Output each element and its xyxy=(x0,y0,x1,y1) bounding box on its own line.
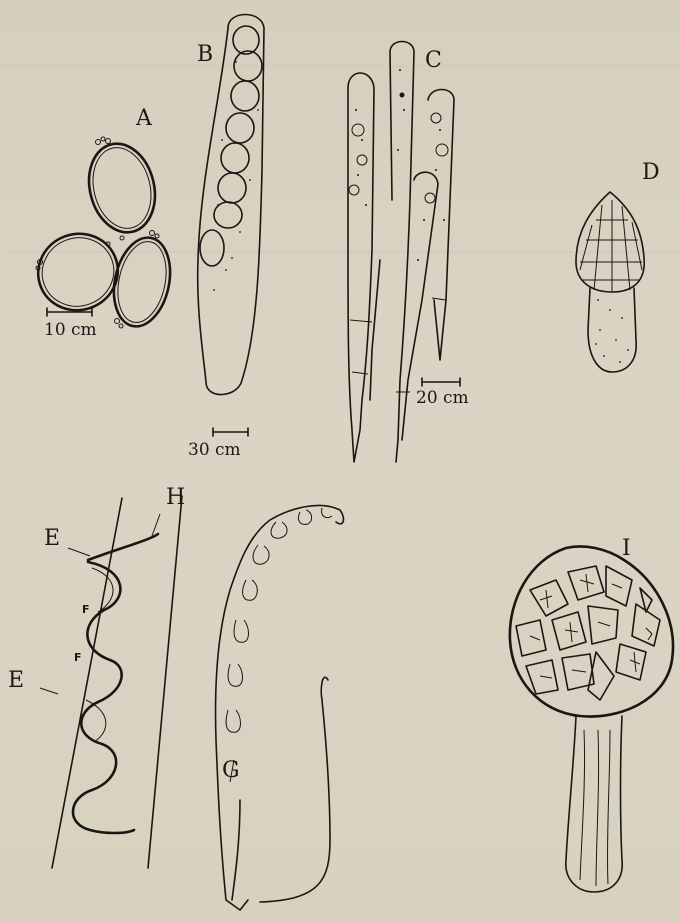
panel-label-b: B xyxy=(197,44,213,66)
cap-section-drawing-g xyxy=(216,505,344,910)
scale-bar-label-b: 30 cm xyxy=(188,442,241,459)
panel-label-e-lower: E xyxy=(8,670,24,692)
panel-label-h: H xyxy=(166,487,185,509)
panel-label-a: A xyxy=(136,108,152,130)
scale-bar-label-c: 20 cm xyxy=(416,390,469,407)
panel-label-c: C xyxy=(425,50,442,72)
morel-drawing-d xyxy=(576,192,644,372)
scale-bar-label-a: 10 cm xyxy=(44,322,97,339)
ascus-drawing-b xyxy=(198,15,264,437)
panel-label-i: I xyxy=(622,538,631,560)
panel-label-g: G xyxy=(222,760,240,782)
hymenium-section-drawing-efh xyxy=(40,496,182,868)
panel-label-e-upper: E xyxy=(44,528,60,550)
panel-label-f-upper: F xyxy=(82,604,90,615)
panel-label-d: D xyxy=(642,162,660,184)
ascospores-drawing-a xyxy=(27,137,177,332)
morel-drawing-i xyxy=(510,547,673,893)
panel-label-f-lower: F xyxy=(74,652,82,663)
